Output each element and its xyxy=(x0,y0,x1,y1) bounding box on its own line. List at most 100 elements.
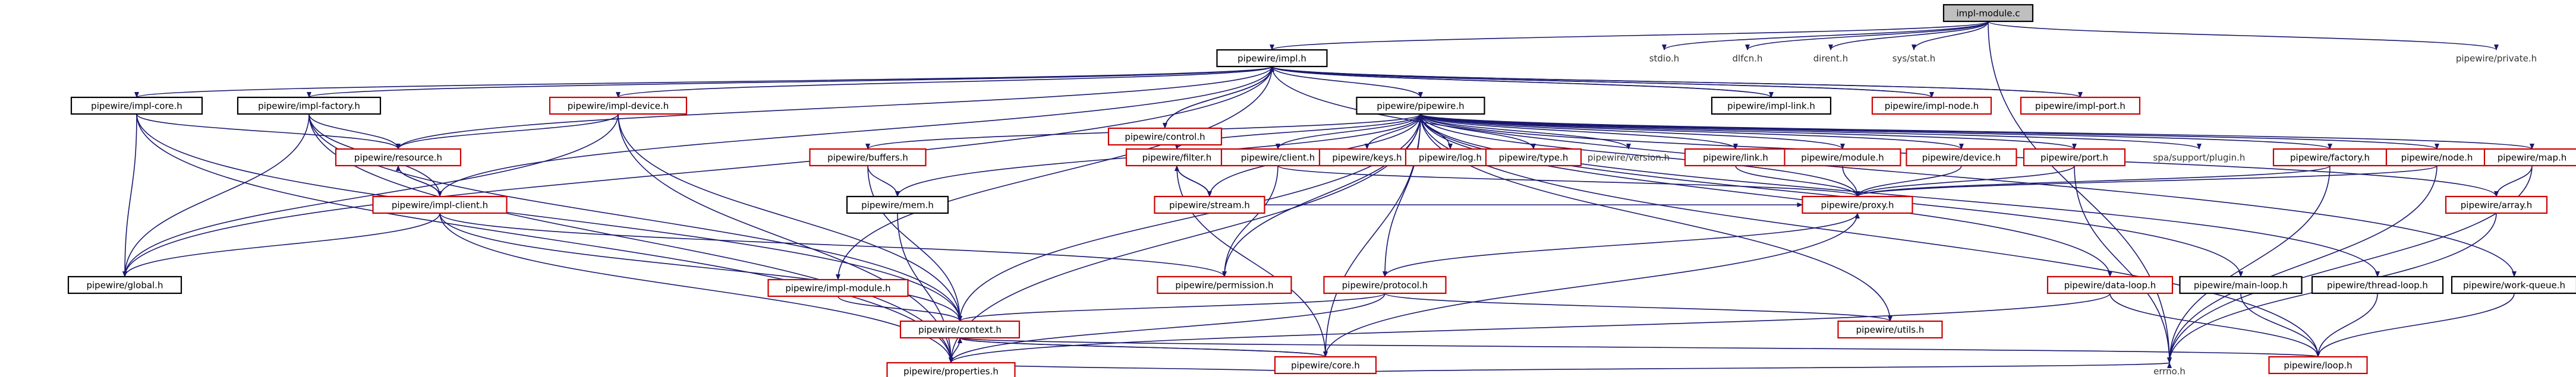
node-label: pipewire/filter.h xyxy=(1142,153,1212,163)
node-work-queue-h[interactable]: pipewire/work-queue.h xyxy=(2451,275,2576,294)
node-box xyxy=(1942,4,2034,23)
node-main-loop-h[interactable]: pipewire/main-loop.h xyxy=(2179,275,2303,294)
edge-node_h-to-errno_h xyxy=(2167,165,2438,363)
node-box xyxy=(549,96,688,115)
node-map-h[interactable]: pipewire/map.h xyxy=(2483,148,2576,167)
node-box xyxy=(1802,195,1913,214)
edge-core_h-to-context_h xyxy=(958,337,1326,357)
edge-proxy_h-to-protocol_h xyxy=(1383,213,1858,277)
node-filter-h[interactable]: pipewire/filter.h xyxy=(1125,148,1229,167)
node-label: pipewire/impl-device.h xyxy=(568,101,669,112)
node-label: dirent.h xyxy=(1813,53,1848,64)
node-global-h[interactable]: pipewire/global.h xyxy=(67,275,182,294)
node-buffers-h[interactable]: pipewire/buffers.h xyxy=(809,148,927,167)
edge-impl_device_h-to-resource_h xyxy=(396,113,619,150)
node-label: pipewire/keys.h xyxy=(1332,153,1402,163)
node-impl-port-h[interactable]: pipewire/impl-port.h xyxy=(2020,96,2141,115)
node-impl-node-h[interactable]: pipewire/impl-node.h xyxy=(1871,96,1992,115)
edge-data_loop_h-to-loop_h xyxy=(2109,293,2320,357)
node-mem-h[interactable]: pipewire/mem.h xyxy=(846,195,949,214)
edge-impl_device_h-to-context_h xyxy=(618,113,962,322)
edge-impl_device_h-to-properties_h xyxy=(618,113,953,363)
node-impl-client-h[interactable]: pipewire/impl-client.h xyxy=(372,195,508,214)
edge-pipewire_h-to-port_h xyxy=(1420,113,2077,150)
node-client-h[interactable]: pipewire/client.h xyxy=(1220,148,1336,167)
node-node-h[interactable]: pipewire/node.h xyxy=(2385,148,2489,167)
node-module-h[interactable]: pipewire/module.h xyxy=(1784,148,1901,167)
edge-port_h-to-proxy_h xyxy=(1855,165,2075,197)
edge-impl_module_c-to-dlfcn_h xyxy=(1745,21,1989,50)
edge-impl_module_c-to-impl_h xyxy=(1270,21,1989,50)
edge-impl_device_h-to-global_h xyxy=(122,113,619,277)
node-proxy-h[interactable]: pipewire/proxy.h xyxy=(1802,195,1913,214)
node-box xyxy=(1404,148,1496,167)
node-impl-link-h[interactable]: pipewire/impl-link.h xyxy=(1711,96,1832,115)
edge-impl_client_h-to-resource_h xyxy=(396,165,440,197)
node-device-h[interactable]: pipewire/device.h xyxy=(1906,148,2017,167)
node-label: pipewire/impl-module.h xyxy=(785,283,890,294)
node-impl-h[interactable]: pipewire/impl.h xyxy=(1216,49,1328,68)
edge-impl_module_c-to-errno_h xyxy=(1988,21,2172,363)
edge-core_h-to-proxy_h xyxy=(1325,213,1860,357)
edge-impl_module_h-to-context_h xyxy=(837,296,962,322)
node-utils-h[interactable]: pipewire/utils.h xyxy=(1837,320,1943,339)
edge-impl_module_c-to-dirent_h xyxy=(1828,21,1989,50)
node-box xyxy=(372,195,508,214)
node-factory-h[interactable]: pipewire/factory.h xyxy=(2272,148,2388,167)
node-box xyxy=(1125,148,1229,167)
node-label: pipewire/factory.h xyxy=(2290,153,2370,163)
node-data-loop-h[interactable]: pipewire/data-loop.h xyxy=(2046,275,2174,294)
node-link-h[interactable]: pipewire/link.h xyxy=(1684,148,1787,167)
node-label: pipewire/loop.h xyxy=(2284,360,2352,371)
node-label: pipewire/port.h xyxy=(2040,153,2108,163)
node-control-h[interactable]: pipewire/control.h xyxy=(1107,127,1223,146)
node-properties-h[interactable]: pipewire/properties.h xyxy=(886,362,1016,377)
node-permission-h[interactable]: pipewire/permission.h xyxy=(1157,275,1292,294)
node-label: pipewire/mem.h xyxy=(861,200,934,211)
edge-impl_h-to-pipewire_h xyxy=(1271,66,1423,98)
node-stream-h[interactable]: pipewire/stream.h xyxy=(1154,195,1265,214)
node-core-h[interactable]: pipewire/core.h xyxy=(1274,356,1377,375)
node-pipewire-h[interactable]: pipewire/pipewire.h xyxy=(1356,96,1485,115)
node-box xyxy=(1107,127,1223,146)
edge-protocol_h-to-context_h xyxy=(958,293,1385,322)
edge-impl_h-to-impl_module_h xyxy=(836,66,1273,280)
node-loop-h[interactable]: pipewire/loop.h xyxy=(2268,356,2368,375)
node-box xyxy=(2385,148,2489,167)
node-log-h[interactable]: pipewire/log.h xyxy=(1404,148,1496,167)
edge-core_h-to-errno_h xyxy=(1325,362,2171,374)
node-box xyxy=(1216,49,1328,68)
node-box xyxy=(2445,195,2548,214)
node-impl-module-h[interactable]: pipewire/impl-module.h xyxy=(767,278,909,297)
node-keys-h[interactable]: pipewire/keys.h xyxy=(1318,148,1416,167)
edge-node_h-to-proxy_h xyxy=(1855,165,2438,197)
node-label: pipewire/client.h xyxy=(1241,153,1315,163)
node-resource-h[interactable]: pipewire/resource.h xyxy=(335,148,462,167)
node-label: pipewire/device.h xyxy=(1922,153,2001,163)
node-context-h[interactable]: pipewire/context.h xyxy=(899,320,1021,339)
edge-impl_port_h-to-impl_h xyxy=(1270,66,2081,98)
edge-device_h-to-proxy_h xyxy=(1855,165,1962,197)
node-array-h[interactable]: pipewire/array.h xyxy=(2445,195,2548,214)
edge-buffers_h-to-context_h xyxy=(867,165,962,322)
node-protocol-h[interactable]: pipewire/protocol.h xyxy=(1323,275,1447,294)
node-impl-device-h[interactable]: pipewire/impl-device.h xyxy=(549,96,688,115)
node-impl-module-c[interactable]: impl-module.c xyxy=(1942,4,2034,23)
node-impl-core-h[interactable]: pipewire/impl-core.h xyxy=(70,96,203,115)
node-dlfcn-h: dlfcn.h xyxy=(1733,53,1763,64)
edge-data_loop_h-to-properties_h xyxy=(949,293,2111,363)
node-label: pipewire/pipewire.h xyxy=(1377,101,1464,112)
node-errno-h: errno.h xyxy=(2153,366,2185,377)
edge-impl_link_h-to-impl_h xyxy=(1270,66,1772,98)
node-box xyxy=(1485,148,1582,167)
edge-impl_h-to-impl_core_h xyxy=(134,66,1273,98)
node-box xyxy=(2268,356,2368,375)
node-impl-factory-h[interactable]: pipewire/impl-factory.h xyxy=(237,96,382,115)
node-port-h[interactable]: pipewire/port.h xyxy=(2023,148,2126,167)
node-box xyxy=(2179,275,2303,294)
node-thread-loop-h[interactable]: pipewire/thread-loop.h xyxy=(2311,275,2444,294)
node-box xyxy=(886,362,1016,377)
node-type-h[interactable]: pipewire/type.h xyxy=(1485,148,1582,167)
edge-pipewire_h-to-proxy_h xyxy=(1420,113,1860,197)
edge-pipewire_h-to-map_h xyxy=(1420,113,2534,150)
